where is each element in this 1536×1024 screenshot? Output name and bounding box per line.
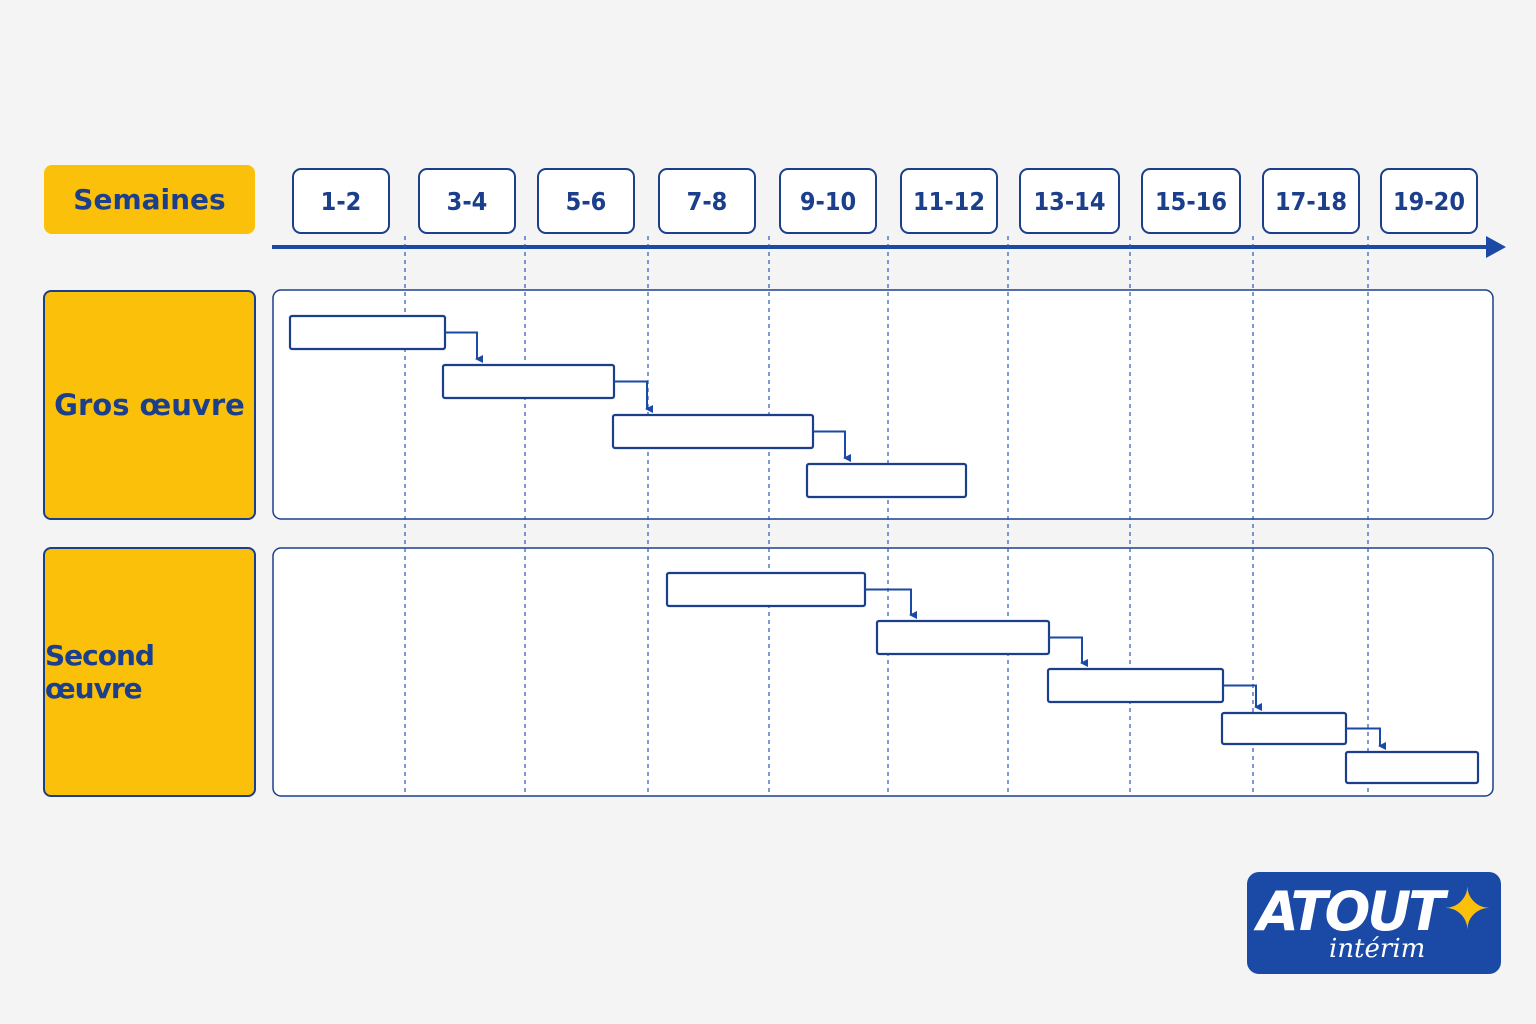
week-label-15-16: 15-16	[1141, 168, 1241, 234]
group-panel-second-oeuvre	[272, 547, 1494, 797]
group-label-gros-oeuvre: Gros œuvre	[43, 290, 256, 520]
dependency-arrow-icon	[1223, 684, 1262, 711]
dependency-arrow-icon	[1346, 727, 1386, 750]
task-bar	[1046, 667, 1225, 704]
week-label-11-12: 11-12	[900, 168, 998, 234]
logo-sub-text: intérim	[1329, 934, 1426, 964]
task-bar	[1220, 711, 1348, 746]
group-panel-gros-oeuvre	[272, 289, 1494, 520]
week-label-1-2: 1-2	[292, 168, 390, 234]
timeline-arrow-icon	[1486, 236, 1506, 258]
dependency-arrow-icon	[865, 588, 917, 619]
week-label-9-10: 9-10	[779, 168, 877, 234]
task-bar	[875, 619, 1051, 656]
week-label-3-4: 3-4	[418, 168, 516, 234]
task-bar	[1344, 750, 1480, 785]
task-bar	[611, 413, 815, 450]
star-icon: ✦	[1443, 875, 1492, 943]
week-label-5-6: 5-6	[537, 168, 635, 234]
dependency-arrow-icon	[445, 331, 483, 363]
week-label-17-18: 17-18	[1262, 168, 1360, 234]
week-label-7-8: 7-8	[658, 168, 756, 234]
task-bar	[288, 314, 447, 351]
atout-interim-logo: ATOUT intérim ✦	[1247, 872, 1501, 974]
dependency-arrow-icon	[614, 380, 653, 413]
week-label-13-14: 13-14	[1019, 168, 1120, 234]
task-bar	[805, 462, 968, 499]
logo-main-text: ATOUT	[1257, 880, 1445, 943]
dependency-arrow-icon	[1049, 636, 1088, 667]
task-bar	[441, 363, 616, 400]
dependency-arrow-icon	[813, 430, 851, 462]
week-label-19-20: 19-20	[1380, 168, 1478, 234]
group-label-second-oeuvre: Second œuvre	[43, 547, 256, 797]
task-bar	[665, 571, 867, 608]
semaines-header-label: Semaines	[44, 165, 255, 234]
